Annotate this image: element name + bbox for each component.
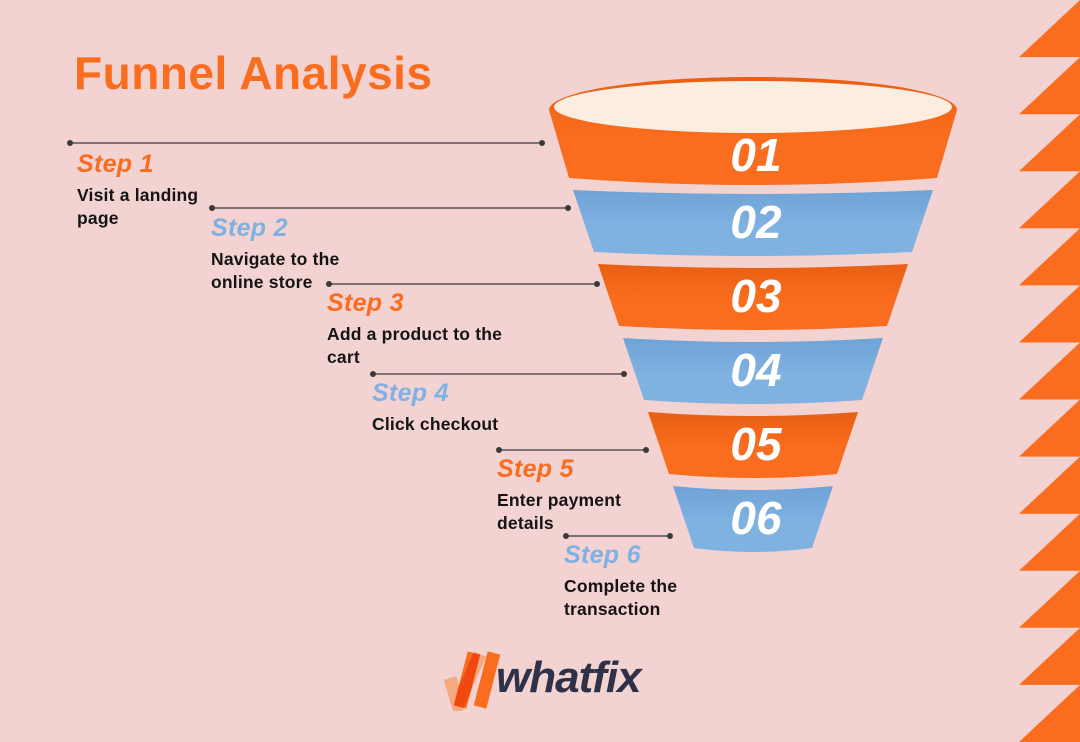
triangle-decor <box>1019 0 1080 58</box>
step-1: Step 1 Visit a landing page <box>77 150 212 230</box>
step-4-label: Step 4 <box>372 379 449 407</box>
step-4-description: Click checkout <box>372 414 499 434</box>
triangle-decor <box>1019 114 1080 172</box>
funnel-opening <box>554 81 952 133</box>
funnel-band-5 <box>648 412 858 478</box>
step-3-description: Add a product to the cart <box>327 324 503 368</box>
step-5-description: Enter payment details <box>497 490 622 534</box>
funnel-band-1-number: 01 <box>730 129 781 181</box>
step-5-label: Step 5 <box>497 455 574 483</box>
connector-step-3 <box>326 281 600 287</box>
funnel-band-2 <box>573 190 933 256</box>
connector-lines <box>67 140 673 539</box>
triangle-decor <box>1019 342 1080 400</box>
connector-step-6 <box>563 533 673 539</box>
connector-step-1 <box>67 140 545 146</box>
funnel-band-5-number: 05 <box>730 418 783 470</box>
connector-step-5 <box>496 447 649 453</box>
triangle-decor <box>1019 627 1080 685</box>
logo-text-what: what <box>496 653 593 702</box>
step-1-label: Step 1 <box>77 150 154 178</box>
connector-step-4 <box>370 371 627 377</box>
whatfix-logo-text: whatfix <box>496 653 642 703</box>
step-2-label: Step 2 <box>211 214 288 242</box>
step-5: Step 5 Enter payment details <box>497 455 632 535</box>
triangle-decor <box>1019 228 1080 286</box>
funnel-band-2-number: 02 <box>730 196 782 248</box>
triangle-decor <box>1019 513 1080 571</box>
connector-step-2 <box>209 205 571 211</box>
step-2-description: Navigate to the online store <box>211 249 340 293</box>
triangle-decor <box>1019 285 1080 343</box>
funnel-band-3 <box>598 264 908 330</box>
triangle-decor <box>1019 399 1080 457</box>
triangle-decor <box>1019 684 1080 742</box>
whatfix-logo: whatfix <box>443 645 642 711</box>
triangle-pattern <box>1019 0 1080 742</box>
funnel-band-6-number: 06 <box>730 492 782 544</box>
triangle-decor <box>1019 570 1080 628</box>
page-title: Funnel Analysis <box>74 47 433 99</box>
funnel-band-6 <box>673 486 833 552</box>
whatfix-logo-icon <box>443 651 501 711</box>
step-6-label: Step 6 <box>564 541 641 569</box>
funnel-band-4-number: 04 <box>730 344 781 396</box>
step-1-description: Visit a landing page <box>77 185 199 229</box>
step-4: Step 4 Click checkout <box>372 379 592 436</box>
triangle-decor <box>1019 57 1080 115</box>
step-2: Step 2 Navigate to the online store <box>211 214 361 294</box>
funnel: 01 02 03 04 05 06 <box>549 77 957 552</box>
funnel-band-3-number: 03 <box>730 270 782 322</box>
triangle-decor <box>1019 456 1080 514</box>
logo-text-fix: fix <box>592 653 641 702</box>
step-6: Step 6 Complete the transaction <box>564 541 699 621</box>
step-6-description: Complete the transaction <box>564 576 678 620</box>
triangle-decor <box>1019 171 1080 229</box>
step-3-label: Step 3 <box>327 289 404 317</box>
step-3: Step 3 Add a product to the cart <box>327 289 512 369</box>
funnel-band-4 <box>623 338 883 404</box>
